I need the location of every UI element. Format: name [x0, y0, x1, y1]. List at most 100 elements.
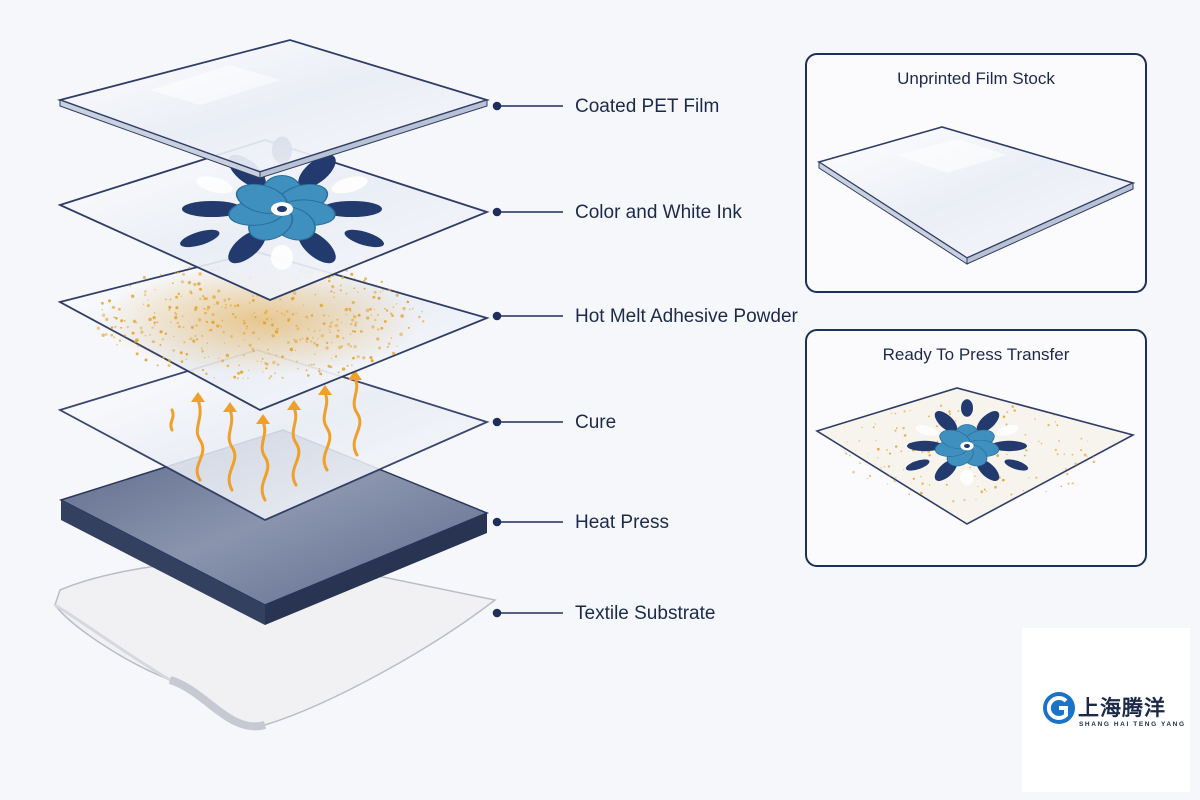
powder-dot	[269, 375, 273, 378]
powder-dot	[248, 369, 250, 372]
powder-dot	[409, 308, 411, 310]
powder-dot	[1024, 433, 1027, 436]
powder-dot	[954, 420, 957, 422]
powder-dot	[222, 331, 225, 334]
powder-dot	[872, 426, 875, 429]
powder-dot	[935, 425, 938, 428]
powder-dot	[363, 287, 366, 290]
powder-dot	[1058, 440, 1060, 442]
powder-dot	[172, 282, 174, 285]
label-heat-press: Heat Press	[575, 512, 669, 533]
powder-dot	[895, 445, 898, 448]
powder-dot	[874, 423, 876, 425]
powder-dot	[227, 297, 231, 301]
powder-dot	[322, 322, 326, 325]
panel-title: Unprinted Film Stock	[897, 69, 1055, 88]
powder-dot	[399, 332, 403, 337]
powder-dot	[974, 475, 976, 477]
powder-dot	[875, 439, 877, 442]
powder-dot	[204, 297, 208, 301]
powder-dot	[939, 404, 943, 407]
powder-dot	[1028, 477, 1030, 479]
powder-dot	[1056, 424, 1059, 427]
powder-dot	[869, 474, 872, 478]
powder-dot	[199, 287, 202, 291]
powder-dot	[945, 483, 948, 486]
powder-dot	[313, 330, 316, 333]
pet-film-layer	[56, 39, 491, 179]
powder-dot	[160, 273, 162, 276]
powder-dot	[994, 485, 997, 489]
powder-dot	[252, 295, 254, 297]
powder-dot	[254, 316, 257, 319]
powder-dot	[140, 330, 144, 334]
powder-dot	[165, 298, 167, 301]
powder-dot	[846, 441, 848, 443]
powder-dot	[310, 363, 313, 366]
powder-dot	[353, 345, 357, 349]
powder-dot	[237, 371, 241, 375]
powder-dot	[400, 314, 404, 318]
powder-dot	[230, 335, 233, 338]
powder-dot	[1045, 491, 1047, 493]
powder-dot	[187, 280, 192, 285]
powder-dot	[1001, 478, 1005, 482]
powder-dot	[182, 315, 184, 317]
powder-dot	[182, 272, 186, 276]
powder-dot	[148, 317, 152, 322]
powder-dot	[402, 306, 406, 311]
powder-dot	[880, 467, 882, 469]
powder-dot	[305, 369, 308, 372]
powder-dot	[392, 306, 395, 308]
powder-dot	[96, 326, 101, 330]
powder-dot	[293, 338, 296, 341]
powder-dot	[137, 344, 140, 347]
powder-dot	[153, 341, 156, 343]
powder-dot	[353, 330, 357, 333]
powder-dot	[363, 279, 366, 282]
powder-dot	[242, 331, 246, 335]
powder-dot	[151, 340, 155, 343]
powder-dot	[215, 301, 220, 305]
powder-dot	[376, 313, 379, 316]
powder-dot	[339, 284, 342, 287]
label-coated-pet-film: Coated PET Film	[575, 96, 720, 117]
powder-dot	[251, 331, 255, 335]
powder-dot	[234, 316, 236, 319]
powder-dot	[297, 367, 299, 370]
powder-dot	[351, 318, 354, 322]
powder-dot	[319, 303, 323, 308]
powder-dot	[268, 352, 271, 355]
powder-dot	[373, 308, 376, 310]
powder-dot	[866, 477, 868, 480]
powder-dot	[270, 323, 274, 327]
powder-dot	[390, 337, 392, 339]
powder-dot	[858, 440, 861, 442]
leader-lines	[492, 101, 563, 618]
powder-dot	[101, 309, 104, 311]
powder-dot	[369, 356, 373, 360]
powder-dot	[208, 329, 211, 332]
powder-dot	[318, 370, 321, 373]
powder-dot	[189, 337, 193, 341]
powder-dot	[144, 290, 147, 293]
powder-dot	[174, 311, 177, 314]
powder-dot	[421, 320, 425, 323]
powder-dot	[903, 434, 907, 437]
powder-dot	[206, 308, 209, 311]
powder-dot	[963, 498, 966, 502]
powder-dot	[251, 315, 253, 317]
powder-dot	[349, 333, 352, 335]
powder-dot	[183, 341, 186, 344]
powder-dot	[1047, 423, 1050, 427]
powder-dot	[142, 303, 145, 305]
powder-dot	[883, 466, 885, 468]
powder-dot	[201, 350, 204, 353]
powder-dot	[319, 372, 322, 375]
powder-dot	[136, 322, 138, 324]
powder-dot	[196, 338, 199, 341]
powder-dot	[908, 493, 910, 495]
powder-dot	[134, 340, 137, 344]
powder-dot	[1086, 455, 1088, 457]
powder-dot	[1067, 482, 1070, 485]
